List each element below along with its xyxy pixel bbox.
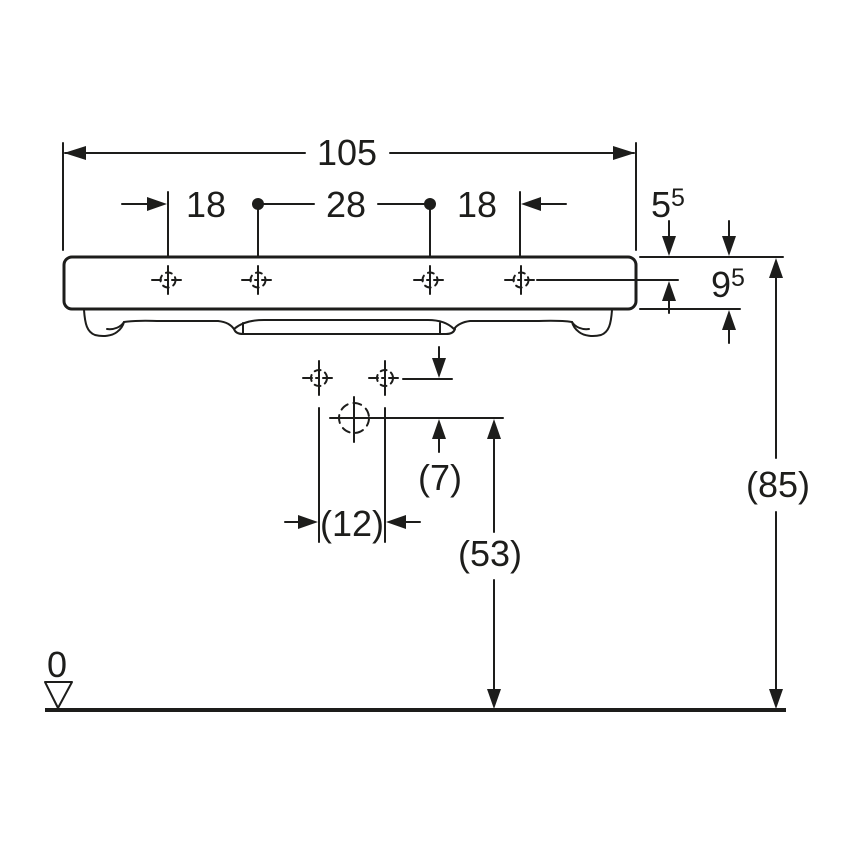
basin-left-foot xyxy=(83,309,125,337)
arrowhead-right-icon xyxy=(298,515,318,529)
dimension-dot-icon xyxy=(424,198,436,210)
basin-apron-left xyxy=(123,319,219,323)
arrowhead-up-icon xyxy=(722,310,736,330)
basin-rim-profile xyxy=(62,255,638,311)
arrowhead-up-icon xyxy=(487,419,501,439)
dim-overall-height: (85) xyxy=(746,258,810,709)
dim-label-tap-right: 18 xyxy=(457,184,497,225)
dim-label-supply-spacing: (12) xyxy=(320,503,384,544)
dim-label-tap-center: 28 xyxy=(326,184,366,225)
arrowhead-down-icon xyxy=(769,689,783,709)
tap-hole-crosshair-icon xyxy=(241,265,275,295)
datum-zero-label: 0 xyxy=(47,644,67,685)
arrowhead-left-icon xyxy=(386,515,406,529)
datum-triangle-icon xyxy=(44,681,73,709)
dim-supply-to-drain: (7) xyxy=(418,419,462,498)
basin-channel-bottom xyxy=(233,328,456,335)
arrowhead-down-icon xyxy=(662,236,676,256)
dim-label-supply-to-drain: (7) xyxy=(418,457,462,498)
dim-superscript: 5 xyxy=(731,264,745,292)
dim-overall-width: 105 xyxy=(62,132,637,251)
arrowhead-right-icon xyxy=(147,197,167,211)
dim-value: 9 xyxy=(711,264,731,305)
supply-crosshair-icon xyxy=(302,360,336,396)
arrowhead-down-icon xyxy=(432,358,446,378)
arrowhead-left-icon xyxy=(521,197,541,211)
dim-supply-spacing: (12) xyxy=(284,407,421,544)
basin-right-foot xyxy=(571,309,613,337)
dim-label-overall-height: (85) xyxy=(746,464,810,505)
dim-drain-height: (53) xyxy=(458,419,522,709)
tap-hole-crosshairs xyxy=(151,265,679,295)
arrowhead-down-icon xyxy=(722,236,736,256)
supply-crosshair-icon xyxy=(368,360,402,396)
dim-rim-height: 95 xyxy=(711,220,745,344)
dim-label-overall-width: 105 xyxy=(317,132,377,173)
dim-label-rim-height: 95 xyxy=(711,264,745,305)
washbasin-outline xyxy=(62,255,638,337)
dim-value: 5 xyxy=(651,184,671,225)
dim-label-drain-height: (53) xyxy=(458,533,522,574)
dim-superscript: 5 xyxy=(671,184,685,212)
arrowhead-down-icon xyxy=(487,689,501,709)
dim-rim-to-tap-axis: 55 xyxy=(651,184,685,314)
arrowhead-right-icon xyxy=(613,146,635,160)
arrowhead-up-icon xyxy=(432,419,446,439)
dim-label-tap-left: 18 xyxy=(186,184,226,225)
tap-hole-crosshair-icon xyxy=(151,265,185,295)
dimension-dot-icon xyxy=(252,198,264,210)
basin-apron-right xyxy=(477,319,573,323)
dim-tap-spacing: 18 28 18 xyxy=(121,184,567,295)
tap-hole-crosshair-icon xyxy=(504,265,538,295)
arrowhead-up-icon xyxy=(662,281,676,301)
basin-channel-top xyxy=(217,319,479,330)
supply-connection-symbols xyxy=(302,346,453,396)
right-reference-lines xyxy=(639,256,784,310)
tap-hole-crosshair-icon xyxy=(413,265,447,295)
floor-datum: 0 xyxy=(44,644,786,712)
arrowhead-up-icon xyxy=(769,258,783,278)
drain-symbol xyxy=(329,396,504,443)
arrowhead-left-icon xyxy=(64,146,86,160)
basin-left-hook xyxy=(106,321,125,331)
dim-label-rim-to-tap: 55 xyxy=(651,184,685,225)
